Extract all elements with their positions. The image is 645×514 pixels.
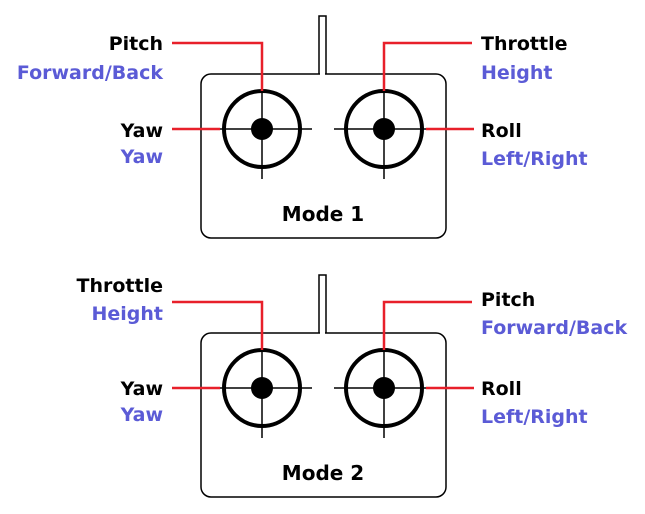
- mode-2-top-right-primary: Pitch: [481, 289, 535, 311]
- mode-2-right-stick-knob: [373, 377, 395, 399]
- mode-2-antenna-join: [320, 329, 325, 335]
- mode-2-top-left-primary: Throttle: [77, 275, 163, 297]
- mode-1-leader-top-right: [382, 41, 472, 91]
- mode-1-mid-left-primary: Yaw: [120, 120, 163, 142]
- mode-1-antenna: [318, 15, 327, 77]
- mode-1-top-right-primary: Throttle: [481, 33, 567, 55]
- mode-2-mid-right-secondary: Left/Right: [481, 406, 588, 428]
- mode-2-left-stick: [212, 338, 312, 438]
- mode-1-right-stick: [334, 79, 434, 179]
- mode-1-top-left-primary: Pitch: [109, 33, 163, 55]
- mode-2-mid-left-secondary: Yaw: [120, 404, 163, 426]
- mode-1-top-left-secondary: Forward/Back: [17, 62, 163, 84]
- mode-2-title: Mode 2: [282, 461, 364, 485]
- mode-2-leader-top-right: [382, 300, 472, 350]
- mode-2-top-right-secondary: Forward/Back: [481, 317, 627, 339]
- mode-1-right-stick-knob: [373, 118, 395, 140]
- mode-2-left-stick-knob: [251, 377, 273, 399]
- mode-2-mid-right-primary: Roll: [481, 378, 522, 400]
- mode-2-top-left-secondary: Height: [91, 303, 163, 325]
- mode-1-top-right-secondary: Height: [481, 62, 553, 84]
- mode-1-leader-top-left: [172, 41, 264, 91]
- mode-2-mid-left-primary: Yaw: [120, 378, 163, 400]
- mode-2-controller: Throttle Height Pitch Forward/Back Yaw Y…: [77, 274, 627, 498]
- mode-1-title: Mode 1: [282, 202, 364, 226]
- mode-1-antenna-join: [320, 70, 325, 76]
- mode-1-controller: Pitch Forward/Back Throttle Height Yaw Y…: [17, 15, 588, 239]
- mode-1-left-stick-knob: [251, 118, 273, 140]
- mode-2-antenna: [318, 274, 327, 336]
- mode-1-mid-right-primary: Roll: [481, 120, 522, 142]
- mode-1-mid-right-secondary: Left/Right: [481, 148, 588, 170]
- mode-2-leader-top-left: [172, 300, 264, 350]
- mode-1-mid-left-secondary: Yaw: [120, 146, 163, 168]
